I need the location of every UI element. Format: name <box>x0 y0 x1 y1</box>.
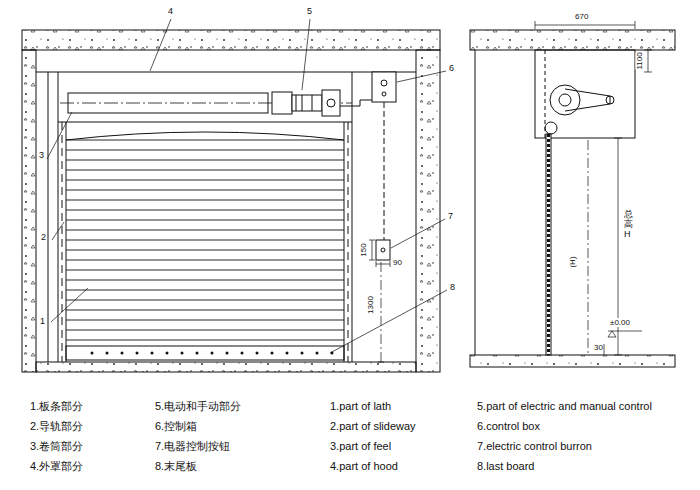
part-name-en: 3.part of feel <box>330 440 391 453</box>
last-board <box>66 346 344 360</box>
callout-number: 3 <box>39 150 44 160</box>
part-name-en: 8.last board <box>477 460 534 473</box>
hood-bottom <box>58 122 352 123</box>
part-name-en: 7.electric control burron <box>477 440 592 453</box>
control-knob <box>381 80 387 86</box>
left-wall <box>22 50 36 372</box>
motor <box>272 90 340 116</box>
control-box <box>372 72 396 102</box>
side-section <box>470 21 675 367</box>
dimension: 30 <box>594 343 603 352</box>
callout-number: 8 <box>450 282 455 292</box>
part-name-cn: 1.板条部分 <box>30 400 83 413</box>
drum-hub <box>559 94 571 106</box>
last-board-dots <box>92 352 334 355</box>
part-name-en: 4.part of hood <box>330 460 398 473</box>
part-name-en: 6.control box <box>477 420 540 433</box>
leader-lines <box>47 19 447 353</box>
callout-number: 4 <box>168 6 173 16</box>
guide-pulley <box>545 122 557 134</box>
part-name-en: 1.part of lath <box>330 400 391 413</box>
part-name-cn: 8.末尾板 <box>155 460 197 473</box>
part-name-cn: 2.导轨部分 <box>30 420 83 433</box>
part-name-cn: 6.控制箱 <box>155 420 197 433</box>
curtain-hatch <box>547 134 550 355</box>
floor <box>470 355 675 367</box>
front-elevation <box>22 19 447 372</box>
center-line <box>588 140 589 355</box>
callout-number: 2 <box>41 232 46 242</box>
hood-housing <box>535 50 635 138</box>
wall-line <box>475 50 476 355</box>
dimension: 1100 <box>635 52 644 69</box>
drive-wheel <box>606 96 614 104</box>
part-name-en: 2.part of slideway <box>330 420 416 433</box>
part-name-cn: 4.外罩部分 <box>30 460 83 473</box>
dimension: 670 <box>575 12 588 21</box>
curtain-top <box>66 132 344 140</box>
callout-number: 6 <box>449 63 454 73</box>
frame-line <box>48 72 49 362</box>
rail-line <box>352 72 353 362</box>
part-name-en: 5.part of electric and manual control <box>477 400 652 413</box>
rail-line <box>66 122 67 362</box>
right-wall <box>416 50 440 372</box>
rail-dash <box>348 122 349 362</box>
drive-arm <box>565 89 610 111</box>
ceiling-slab <box>470 30 675 50</box>
part-name-cn: 3.卷筒部分 <box>30 440 83 453</box>
hood-line <box>36 72 416 73</box>
curtain-slats <box>66 140 344 340</box>
callout-number: 1 <box>40 316 45 326</box>
part-name-cn: 7.电器控制按钮 <box>155 440 230 453</box>
dimension-lines <box>535 21 652 355</box>
rail-line <box>344 122 345 362</box>
callout-number: 7 <box>448 211 453 221</box>
dimension: (H) <box>568 256 577 267</box>
callout-number: 5 <box>307 6 312 16</box>
height-label: 总高H <box>624 210 633 240</box>
rail-line <box>58 72 59 362</box>
curtain-section <box>546 134 551 355</box>
rail-dash <box>62 122 63 362</box>
button-dot <box>381 248 385 252</box>
control-knob <box>382 92 386 96</box>
ceiling-slab <box>22 30 440 50</box>
dimension: 1300 <box>366 296 375 314</box>
dimension: 150 <box>359 243 368 256</box>
button-box <box>376 240 390 260</box>
button-wire <box>384 102 385 240</box>
floor <box>36 362 416 372</box>
motor-wire <box>340 100 372 106</box>
dimension: 90 <box>393 258 402 267</box>
part-name-cn: 5.电动和手动部分 <box>155 400 241 413</box>
level-mark: ±0.00 <box>610 318 630 327</box>
